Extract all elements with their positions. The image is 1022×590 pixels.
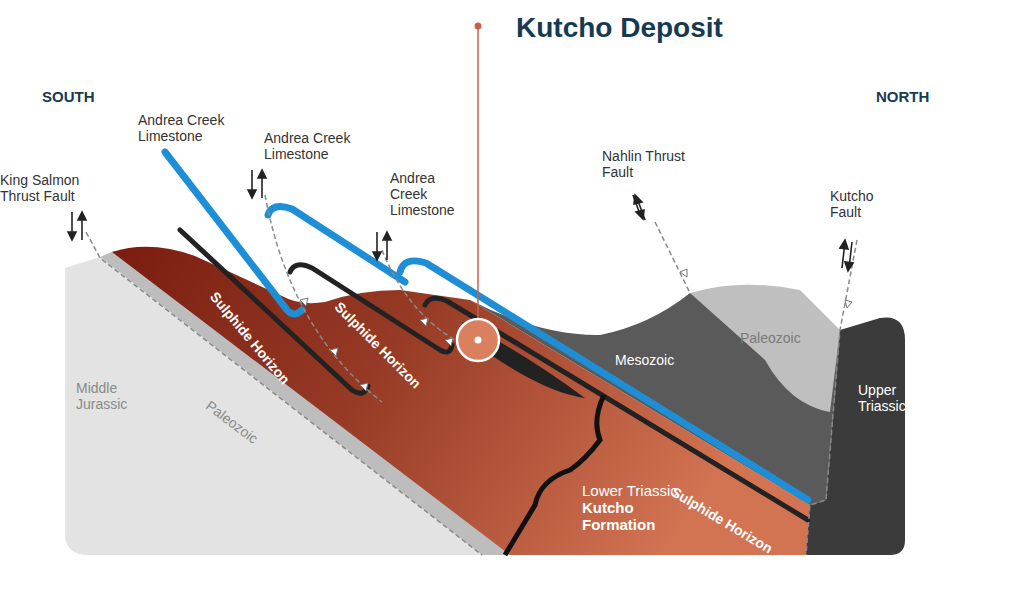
deposit-leader [477, 26, 479, 320]
section-label: NORTH [876, 88, 929, 105]
section-label: Nahlin Thrust Fault [602, 148, 697, 180]
triassic-unit [806, 317, 905, 555]
deposit-marker [457, 319, 499, 361]
section-label: Middle Jurassic [76, 380, 146, 412]
section-label: King Salmon Thrust Fault [0, 172, 95, 204]
section-label: Paleozoic [740, 330, 801, 346]
section-label: Upper Triassic [858, 382, 908, 414]
section-label: Kutcho Formation [582, 499, 662, 533]
section-label: Lower Triassic [582, 482, 678, 499]
deposit-center [475, 337, 482, 344]
section-label: Mesozoic [615, 352, 674, 368]
section-label: Andrea Creek Limestone [138, 112, 238, 144]
diagram-title: Kutcho Deposit [516, 12, 723, 44]
fault-arrows [68, 170, 853, 271]
paleozoic-unit [690, 285, 840, 412]
fault-ticks [300, 269, 852, 391]
fault-lines [86, 195, 857, 555]
section-label: Andrea Creek Limestone [264, 130, 364, 162]
leader-dot [475, 23, 482, 30]
section-label: Kutcho Fault [830, 188, 885, 220]
sulphide-lines [180, 230, 808, 520]
section-label: SOUTH [42, 88, 95, 105]
section-label: Andrea Creek Limestone [390, 170, 462, 218]
limestone-lines [165, 152, 808, 500]
